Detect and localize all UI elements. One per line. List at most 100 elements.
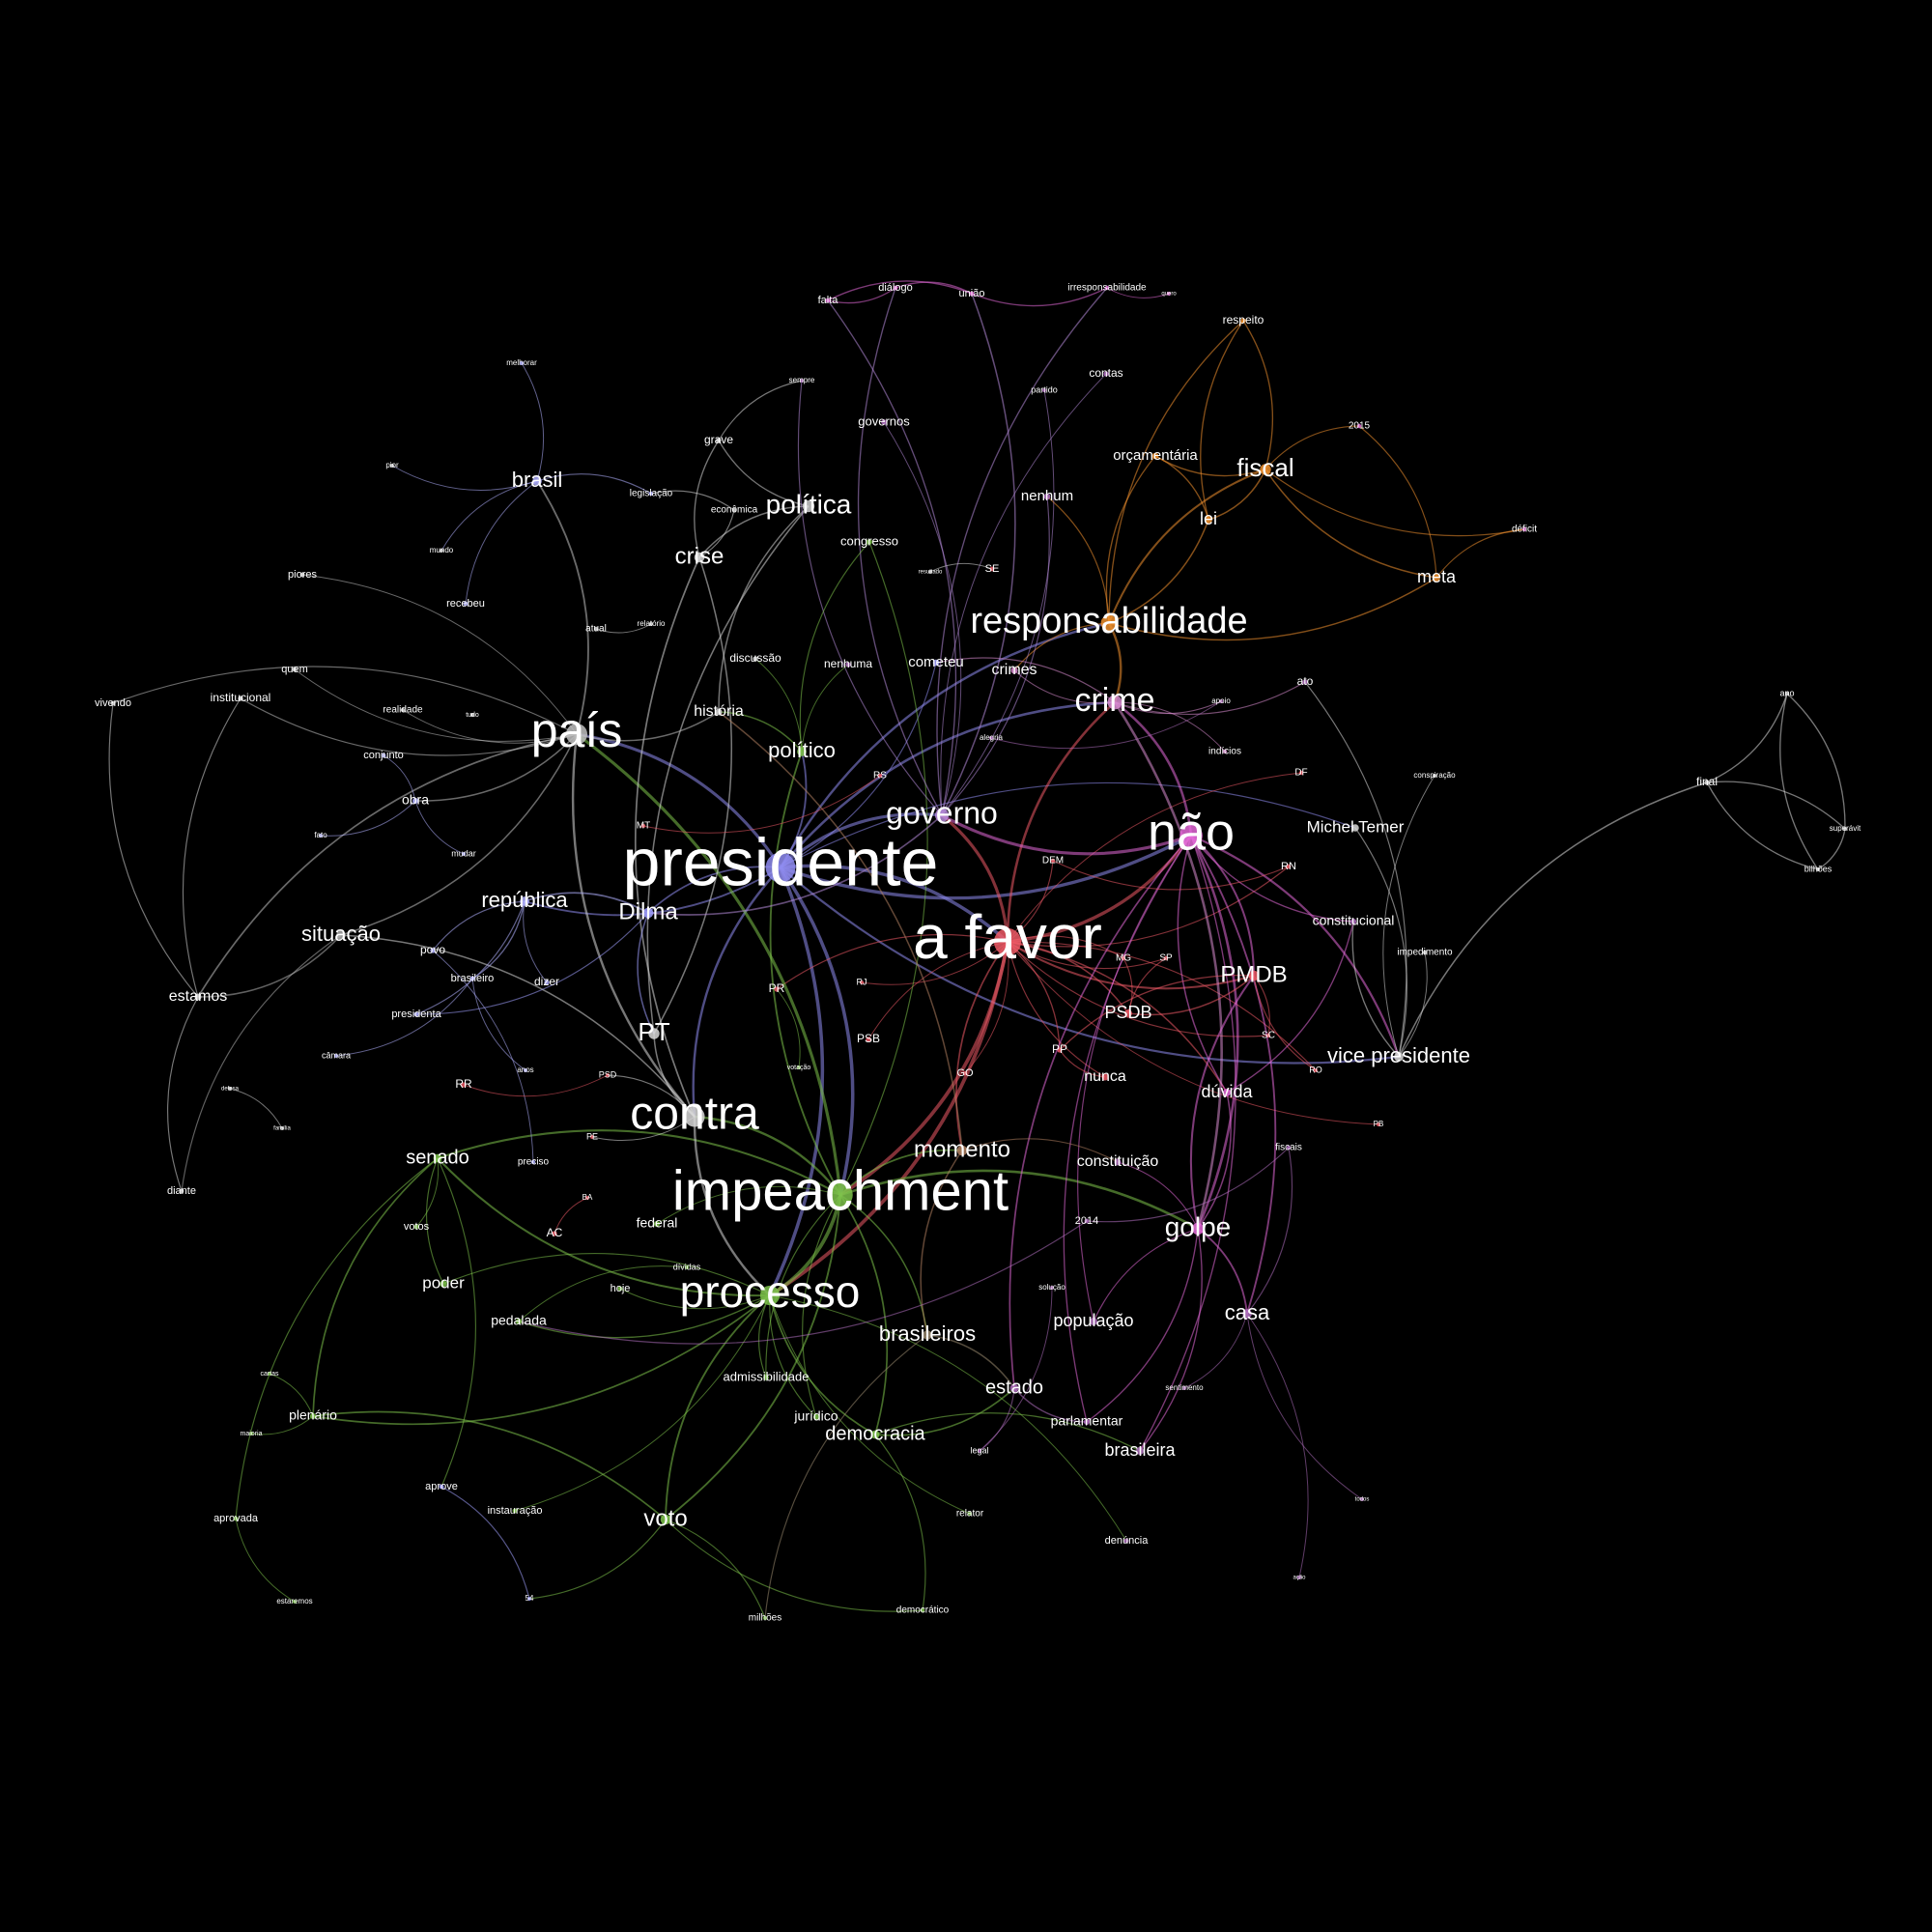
node-denuncia[interactable]	[1123, 1538, 1129, 1544]
node-BA[interactable]	[585, 1196, 589, 1200]
node-congresso[interactable]	[867, 539, 872, 545]
node-sempre[interactable]	[800, 379, 804, 383]
node-PE[interactable]	[590, 1135, 594, 1139]
node-voto[interactable]	[660, 1514, 671, 1525]
node-recebeu[interactable]	[463, 601, 469, 607]
node-constitucional[interactable]	[1350, 918, 1357, 925]
node-partido[interactable]	[1042, 388, 1046, 392]
node-milhoes[interactable]	[762, 1615, 768, 1621]
node-final[interactable]	[1704, 780, 1710, 785]
node-RO[interactable]	[1314, 1068, 1318, 1072]
node-instauracao[interactable]	[512, 1508, 518, 1514]
node-hoje[interactable]	[617, 1286, 623, 1292]
node-brasileiro[interactable]	[469, 976, 475, 981]
node-poder[interactable]	[440, 1280, 447, 1288]
node-uniao[interactable]	[969, 291, 975, 297]
node-povo[interactable]	[430, 948, 436, 953]
node-impeachment[interactable]	[828, 1182, 853, 1208]
node-apoio[interactable]	[1219, 699, 1223, 703]
node-PSD[interactable]	[606, 1073, 610, 1077]
node-indicios[interactable]	[1222, 749, 1228, 754]
node-legal[interactable]	[978, 1449, 981, 1453]
node-melhorar[interactable]	[520, 361, 524, 365]
node-vicepresidente[interactable]	[1394, 1052, 1404, 1062]
node-admissibilidade[interactable]	[763, 1375, 769, 1380]
node-SC[interactable]	[1265, 1033, 1271, 1038]
node-pedalada[interactable]	[515, 1318, 523, 1325]
node-dialogo[interactable]	[893, 285, 898, 291]
node-defesa[interactable]	[228, 1087, 232, 1091]
node-conjunto[interactable]	[381, 753, 386, 758]
node-lei[interactable]	[1205, 516, 1212, 524]
node-irresponsabilidade[interactable]	[1104, 285, 1110, 291]
node-anos[interactable]	[524, 1068, 527, 1072]
node-nunca[interactable]	[1101, 1073, 1109, 1081]
node-historia[interactable]	[715, 708, 723, 716]
node-mudar[interactable]	[462, 852, 466, 856]
node-afavor[interactable]	[993, 927, 1022, 956]
node-presidenta[interactable]	[413, 1011, 419, 1017]
node-nenhuma[interactable]	[845, 662, 851, 668]
node-fiscais[interactable]	[1286, 1145, 1292, 1151]
node-meta[interactable]	[1433, 574, 1440, 582]
node-MG[interactable]	[1121, 955, 1126, 961]
node-camara[interactable]	[334, 1054, 338, 1058]
node-preciso[interactable]	[530, 1159, 536, 1165]
node-pmdb[interactable]	[1248, 970, 1260, 981]
node-conspiracao[interactable]	[1433, 774, 1436, 778]
node-maioria[interactable]	[249, 1432, 253, 1435]
node-contra[interactable]	[684, 1106, 705, 1127]
node-governo[interactable]	[934, 808, 950, 823]
node-politico[interactable]	[797, 747, 807, 756]
node-SP[interactable]	[1163, 955, 1169, 961]
node-presidente[interactable]	[765, 852, 796, 883]
node-RN[interactable]	[1286, 864, 1292, 869]
node-brasil[interactable]	[532, 476, 542, 486]
node-GO[interactable]	[962, 1070, 968, 1076]
node-n54[interactable]	[527, 1597, 531, 1601]
node-economica[interactable]	[731, 507, 737, 513]
node-crime[interactable]	[1107, 695, 1122, 710]
node-PB[interactable]	[1377, 1122, 1380, 1126]
node-PP[interactable]	[1057, 1047, 1063, 1053]
node-vivendo[interactable]	[110, 700, 116, 706]
node-diante[interactable]	[179, 1188, 185, 1194]
node-MT[interactable]	[640, 823, 646, 829]
node-pais[interactable]	[566, 724, 587, 745]
node-processo[interactable]	[759, 1285, 781, 1306]
node-todos[interactable]	[1360, 1497, 1364, 1501]
node-responsabilidade[interactable]	[1100, 614, 1118, 632]
node-sentimento[interactable]	[1182, 1386, 1186, 1390]
node-aprovada[interactable]	[233, 1516, 239, 1521]
node-senado[interactable]	[433, 1153, 442, 1163]
node-orcamentaria[interactable]	[1151, 452, 1159, 460]
node-aprove[interactable]	[439, 1484, 444, 1490]
node-n2014[interactable]	[1084, 1218, 1090, 1224]
node-acao[interactable]	[1297, 1576, 1301, 1579]
node-cometeu[interactable]	[932, 659, 940, 667]
node-pior[interactable]	[390, 464, 394, 468]
node-RS[interactable]	[877, 773, 883, 779]
node-resultado[interactable]	[928, 570, 932, 574]
node-republica[interactable]	[520, 896, 529, 906]
node-relatorio[interactable]	[649, 622, 653, 626]
node-votacao[interactable]	[797, 1065, 801, 1069]
node-PSB[interactable]	[866, 1037, 871, 1042]
node-situacao[interactable]	[336, 930, 346, 940]
node-populacao[interactable]	[1090, 1318, 1097, 1325]
node-estamos[interactable]	[194, 993, 202, 1001]
node-atual[interactable]	[593, 626, 599, 632]
node-fiscal[interactable]	[1260, 464, 1271, 475]
node-solucao[interactable]	[1050, 1286, 1054, 1290]
node-RR[interactable]	[461, 1082, 467, 1088]
node-quero[interactable]	[1167, 292, 1171, 296]
node-relator[interactable]	[967, 1511, 973, 1517]
node-casa[interactable]	[1242, 1309, 1252, 1319]
node-dilma[interactable]	[642, 907, 654, 919]
node-democratico[interactable]	[920, 1607, 925, 1613]
node-brasileira[interactable]	[1136, 1447, 1144, 1455]
node-democracia[interactable]	[870, 1430, 880, 1439]
node-obra[interactable]	[412, 797, 419, 805]
node-tudo[interactable]	[470, 713, 474, 717]
node-familia[interactable]	[280, 1126, 284, 1130]
